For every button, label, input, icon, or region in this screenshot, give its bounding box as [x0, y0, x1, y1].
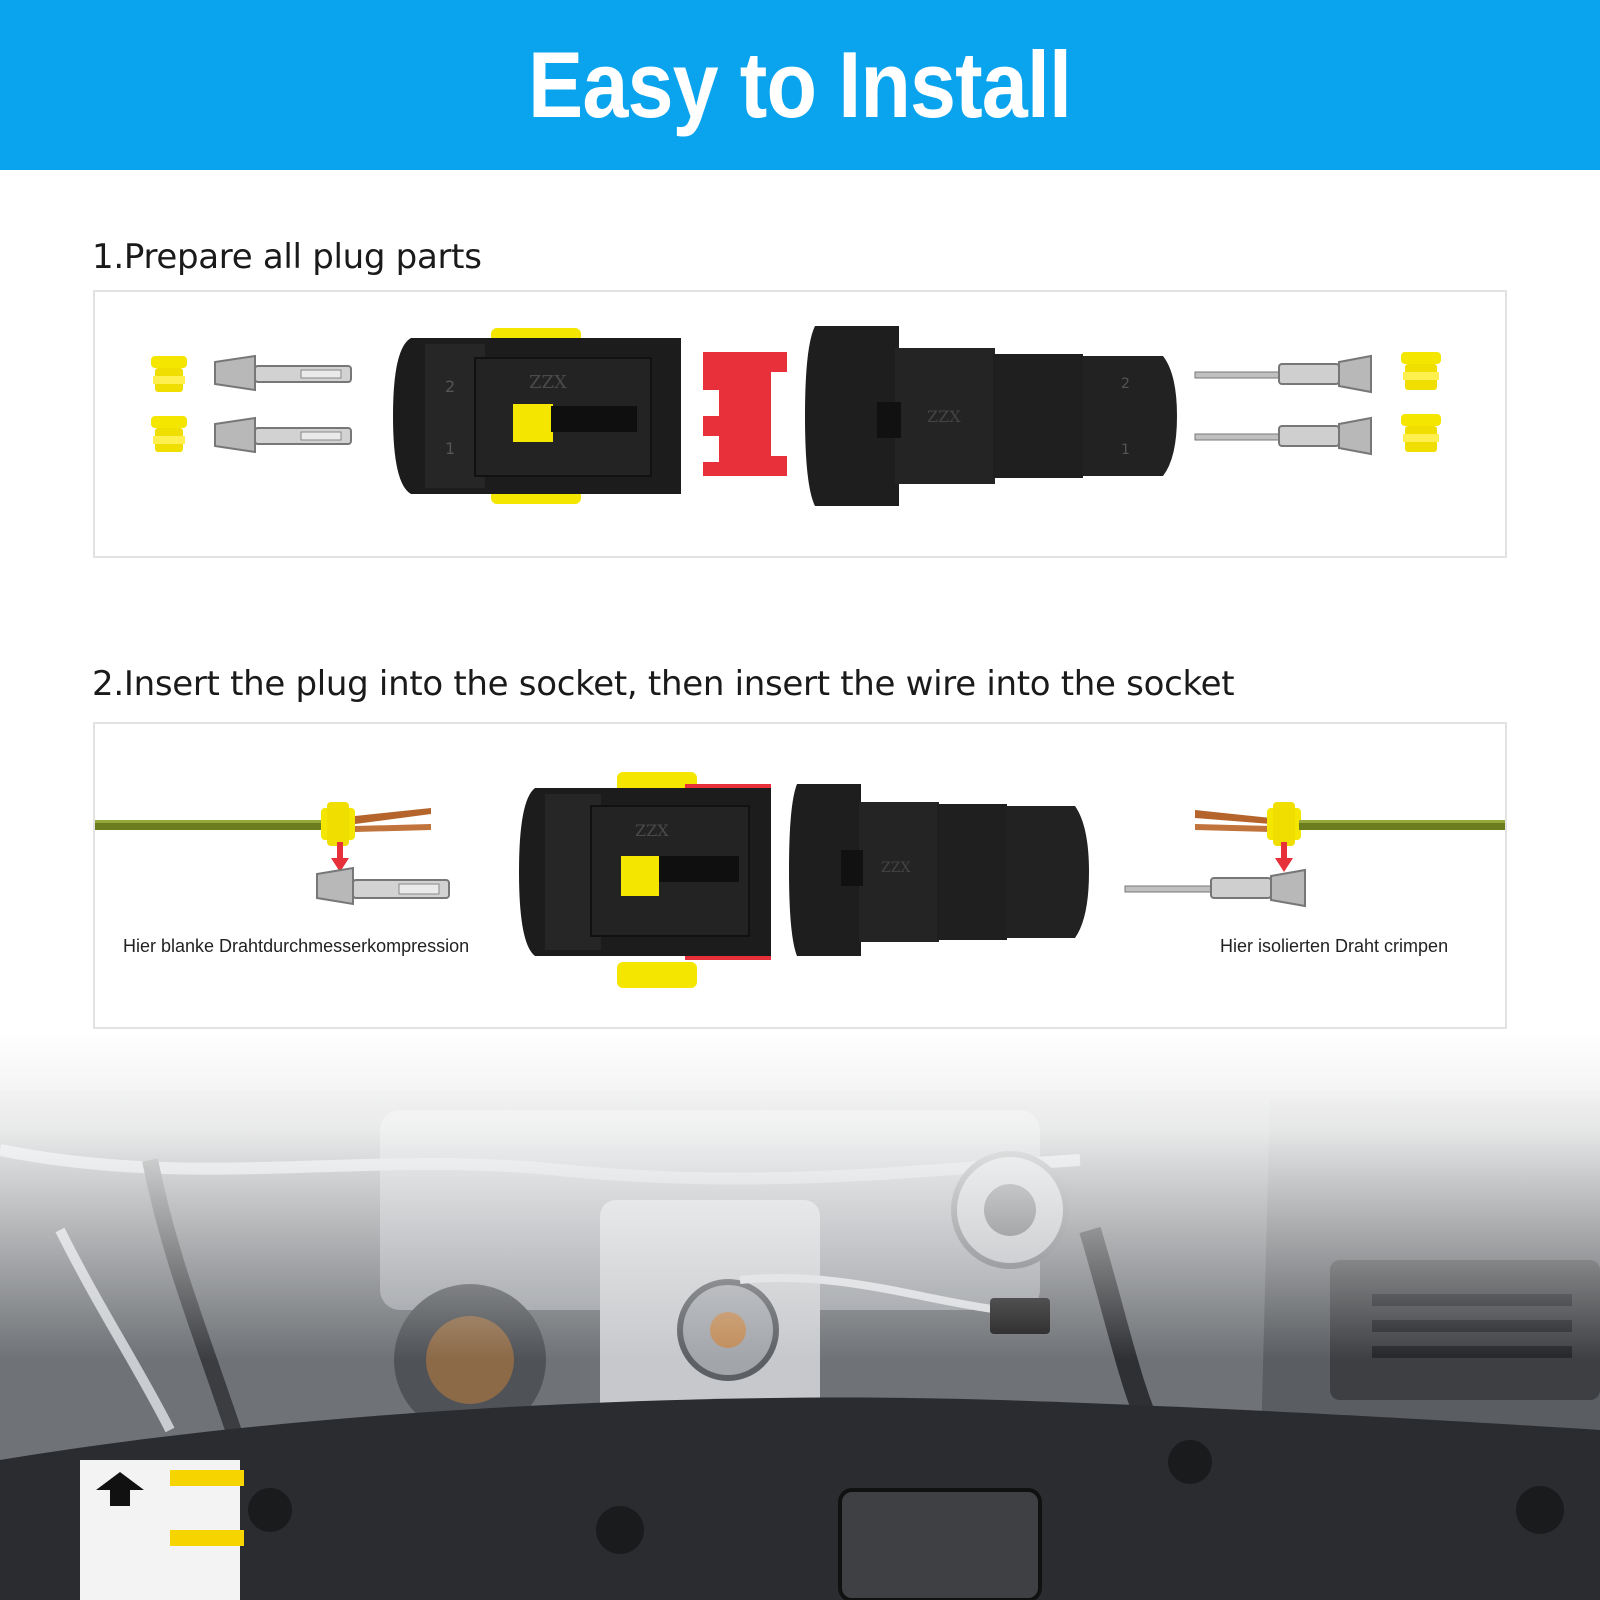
caption-bare-wire: Hier blanke Drahtdurchmesserkompression — [123, 936, 470, 956]
photo-fade-overlay — [0, 1030, 1600, 1360]
seal-icon — [151, 416, 187, 452]
brand-mark: ZZX — [529, 372, 567, 393]
pin-label: 2 — [445, 377, 455, 396]
brand-mark: ZZX — [927, 407, 961, 426]
caption-insulated-wire: Hier isolierten Draht crimpen — [1220, 936, 1449, 956]
page-title: Easy to Install — [528, 32, 1072, 137]
engine-bay-photo — [0, 1030, 1600, 1600]
step-2-title: 2.Insert the plug into the socket, then … — [92, 664, 1235, 704]
up-arrow-icon — [96, 1472, 144, 1506]
terminal-icon — [214, 354, 352, 392]
seal-icon — [151, 356, 187, 392]
arrow-down-icon — [1275, 842, 1293, 872]
terminal-icon — [214, 416, 352, 454]
pin-label: 1 — [1121, 442, 1130, 458]
brand-mark: ZZX — [635, 821, 669, 840]
assembled-female-connector: ZZX — [519, 772, 771, 988]
step-2-panel: ZZX ZZX Hier blanke — [93, 722, 1507, 1029]
assembled-male-connector: ZZX — [789, 784, 1089, 956]
wire-right — [1195, 802, 1505, 846]
arrow-down-icon — [331, 842, 349, 872]
secondary-lock — [703, 352, 787, 476]
header-banner: Easy to Install — [0, 0, 1600, 170]
plug-parts-illustration: ZZX 2 1 ZZX 2 1 — [151, 326, 1441, 506]
male-connector-housing: ZZX 2 1 — [805, 326, 1177, 506]
step-1-title: 1.Prepare all plug parts — [92, 237, 482, 277]
step-1-panel: ZZX 2 1 ZZX 2 1 — [93, 290, 1507, 558]
pin-label: 2 — [1121, 376, 1130, 392]
assembly-illustration: ZZX ZZX — [95, 772, 1505, 988]
terminal-icon — [316, 866, 450, 906]
terminal-icon — [1124, 868, 1306, 908]
brand-mark: ZZX — [881, 860, 910, 876]
terminal-icon — [1194, 416, 1372, 456]
seal-icon — [1401, 414, 1441, 452]
wire-left — [95, 802, 431, 846]
terminal-icon — [1194, 354, 1372, 394]
female-connector-housing: ZZX 2 1 — [393, 328, 681, 504]
seal-icon — [1401, 352, 1441, 390]
pin-label: 1 — [445, 439, 455, 458]
